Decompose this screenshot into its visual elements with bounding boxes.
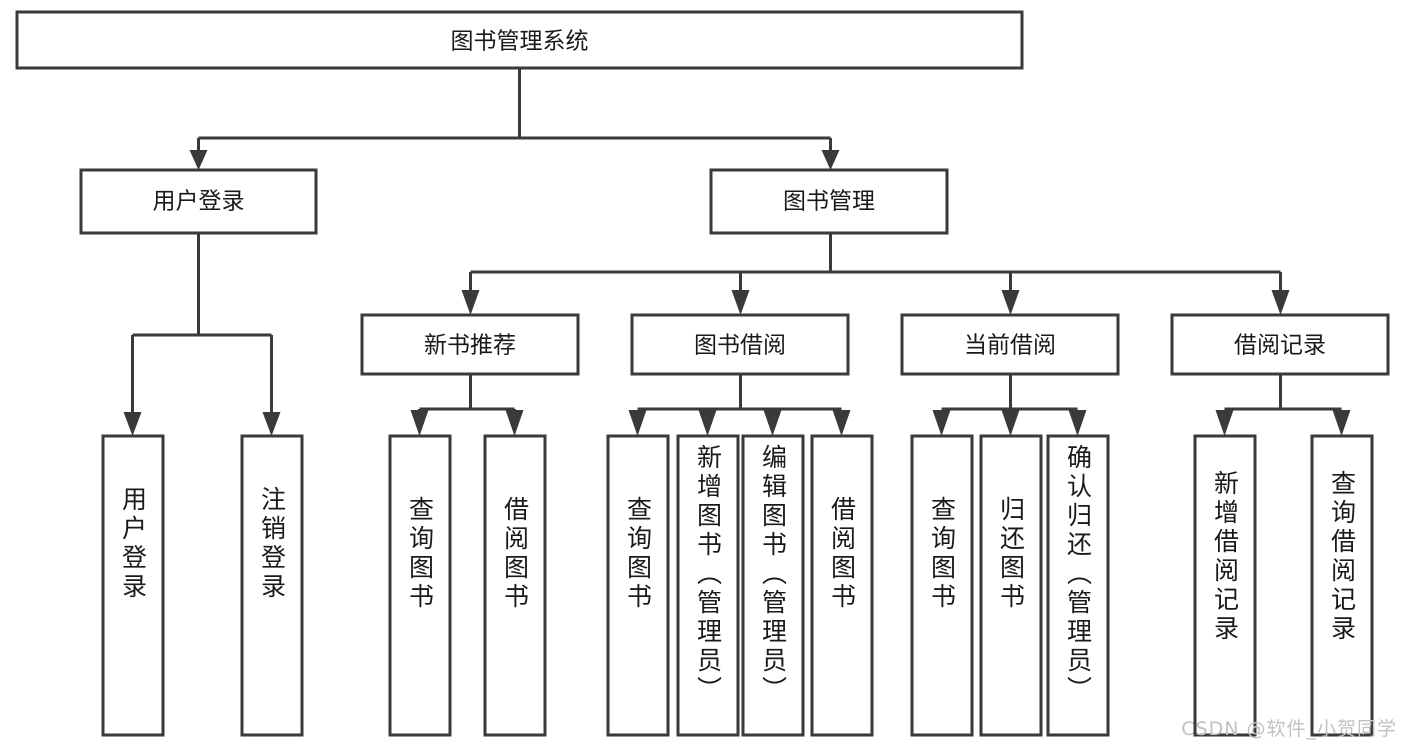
node-box-new-book-recommend[interactable] [360,313,580,376]
arrow-head-leaf-edit-book [763,410,782,436]
node-box-leaf-user-login[interactable] [101,434,165,737]
arrow-head-leaf-query-book-2 [628,410,647,436]
node-box-leaf-borrow-book-2[interactable] [810,434,874,737]
arrow-head-borrow-record [1271,290,1290,315]
connector-layer [123,68,1351,436]
node-label-borrow-record: 借阅记录 [1234,333,1326,359]
node-box-leaf-logout[interactable] [240,434,304,737]
node-box-leaf-query-record[interactable] [1310,434,1374,737]
arrow-head-book-borrow [731,290,750,315]
arrow-head-leaf-borrow-book-1 [505,410,524,436]
arrow-head-leaf-query-record [1332,410,1351,436]
node-box-user-login[interactable] [79,168,318,235]
arrow-head-leaf-user-login [123,412,142,436]
node-box-root[interactable] [15,10,1024,70]
node-box-book-manage[interactable] [709,168,949,235]
arrow-head-leaf-add-record [1215,410,1234,436]
arrow-head-leaf-query-book-1 [410,410,429,436]
arrow-head-new-book-recommend [461,290,480,315]
horizontal-label-layer: 图书管理系统 用户登录 图书管理 新书推荐 图书借阅 当前借阅 借阅记录 [153,29,1327,359]
node-box-leaf-query-book-3[interactable] [910,434,974,737]
arrow-head-current-borrow [1001,290,1020,315]
node-label-root: 图书管理系统 [451,29,589,55]
arrow-head-user-login [189,150,208,170]
arrow-head-leaf-borrow-book-2 [832,410,851,436]
node-label-user-login: 用户登录 [153,189,245,215]
node-label-book-borrow: 图书借阅 [694,333,786,359]
node-box-leaf-query-book-2[interactable] [606,434,670,737]
arrow-head-leaf-add-book [698,410,717,436]
node-layer [15,10,1390,737]
node-box-current-borrow[interactable] [900,313,1120,376]
node-box-leaf-query-book-1[interactable] [388,434,452,737]
arrow-head-leaf-logout [262,412,281,436]
arrow-head-leaf-confirm-return [1068,410,1087,436]
node-box-book-borrow[interactable] [630,313,850,376]
arrow-head-leaf-query-book-3 [932,410,951,436]
node-label-current-borrow: 当前借阅 [964,333,1056,359]
node-box-leaf-borrow-book-1[interactable] [483,434,547,737]
node-box-leaf-edit-book[interactable] [741,434,805,737]
node-box-leaf-add-book[interactable] [676,434,740,737]
node-box-leaf-return-book[interactable] [979,434,1043,737]
arrow-head-leaf-return-book [1001,410,1020,436]
node-box-borrow-record[interactable] [1170,313,1390,376]
node-box-leaf-add-record[interactable] [1193,434,1257,737]
node-box-leaf-confirm-return[interactable] [1046,434,1110,737]
arrow-head-book-manage [821,150,840,170]
node-label-book-manage: 图书管理 [783,189,875,215]
node-label-new-book-recommend: 新书推荐 [424,333,516,359]
watermark-text: CSDN @软件_小贺同学 [1181,718,1397,740]
